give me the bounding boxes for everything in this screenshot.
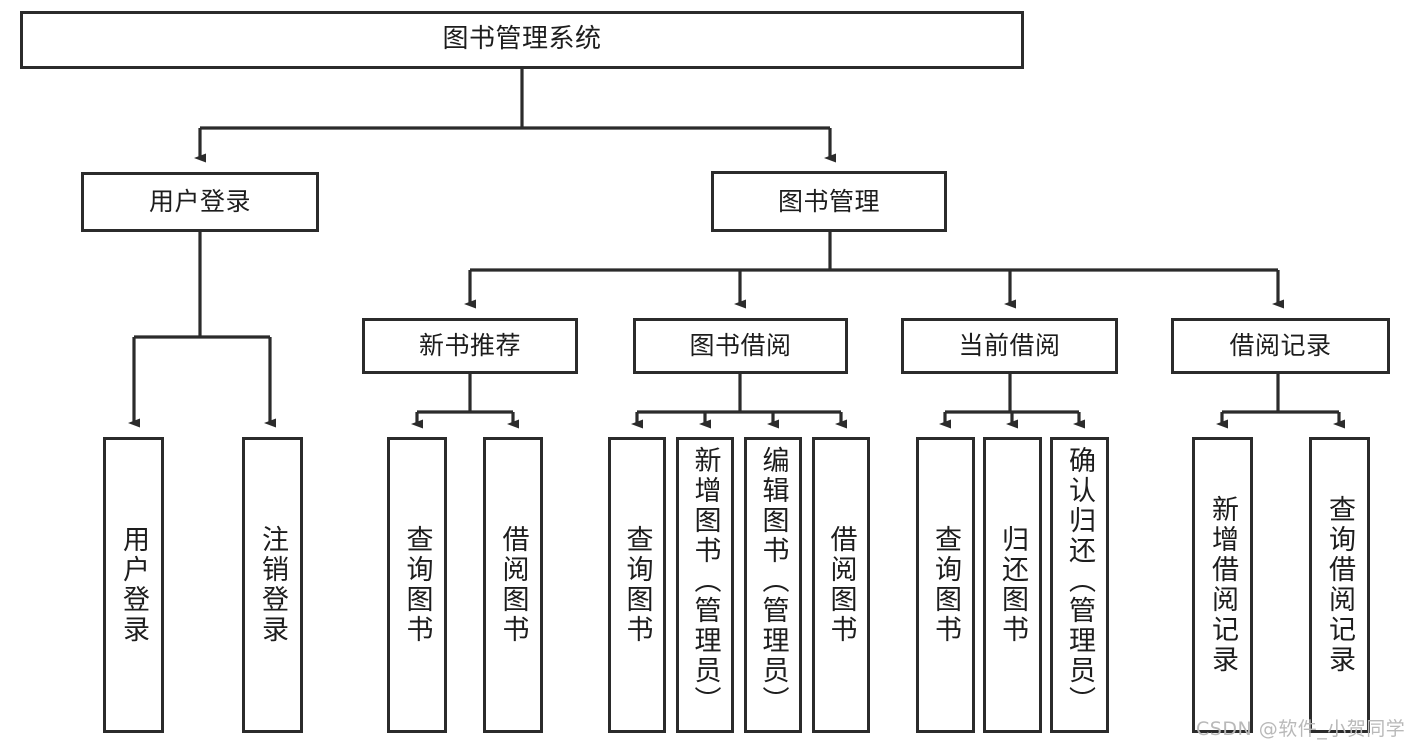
node-book-manage[interactable]: 图书管理 [711, 171, 947, 232]
node-label: 当前借阅 [958, 331, 1061, 360]
node-label: 借阅图书 [825, 525, 857, 645]
node-leaf-user-logout[interactable]: 注销登录 [242, 437, 303, 733]
node-label: 查询图书 [621, 525, 653, 645]
node-leaf-query-borrow-record[interactable]: 查询借阅记录 [1309, 437, 1370, 733]
node-label: 用户登录 [118, 525, 149, 645]
node-label: 图书借阅 [689, 331, 792, 360]
node-label: 查询图书 [401, 525, 433, 645]
node-label: 编辑图书（管理员） [757, 446, 789, 716]
node-leaf-query-book-3[interactable]: 查询图书 [916, 437, 975, 733]
node-new-book-recommend[interactable]: 新书推荐 [362, 318, 578, 374]
node-leaf-query-book-2[interactable]: 查询图书 [608, 437, 666, 733]
node-root-system[interactable]: 图书管理系统 [20, 11, 1024, 69]
node-leaf-query-book-1[interactable]: 查询图书 [387, 437, 447, 733]
node-label: 借阅图书 [497, 525, 529, 645]
node-leaf-add-book-admin[interactable]: 新增图书（管理员） [676, 437, 734, 733]
node-label: 确认归还（管理员） [1064, 446, 1095, 716]
node-label: 新增借阅记录 [1207, 495, 1238, 675]
node-label: 归还图书 [997, 525, 1028, 645]
node-label: 注销登录 [257, 525, 288, 645]
node-label: 新增图书（管理员） [689, 446, 721, 716]
node-label: 图书管理 [777, 186, 880, 216]
csdn-watermark: CSDN @软件_小贺同学 [1196, 718, 1405, 740]
node-leaf-borrow-book-2[interactable]: 借阅图书 [812, 437, 870, 733]
node-label: 查询图书 [930, 525, 961, 645]
node-book-borrow[interactable]: 图书借阅 [633, 318, 848, 374]
node-label: 借阅记录 [1229, 331, 1332, 360]
node-leaf-borrow-book-1[interactable]: 借阅图书 [483, 437, 543, 733]
node-label: 查询借阅记录 [1324, 495, 1355, 675]
node-leaf-return-book[interactable]: 归还图书 [983, 437, 1042, 733]
node-label: 新书推荐 [418, 331, 521, 360]
node-current-borrow[interactable]: 当前借阅 [901, 318, 1118, 374]
node-leaf-edit-book-admin[interactable]: 编辑图书（管理员） [744, 437, 802, 733]
node-leaf-confirm-return-admin[interactable]: 确认归还（管理员） [1050, 437, 1109, 733]
node-leaf-add-borrow-record[interactable]: 新增借阅记录 [1192, 437, 1253, 733]
node-label: 图书管理系统 [442, 24, 602, 55]
node-user-login[interactable]: 用户登录 [81, 172, 319, 232]
node-label: 用户登录 [148, 187, 251, 216]
node-borrow-record[interactable]: 借阅记录 [1171, 318, 1390, 374]
node-leaf-user-login[interactable]: 用户登录 [103, 437, 164, 733]
